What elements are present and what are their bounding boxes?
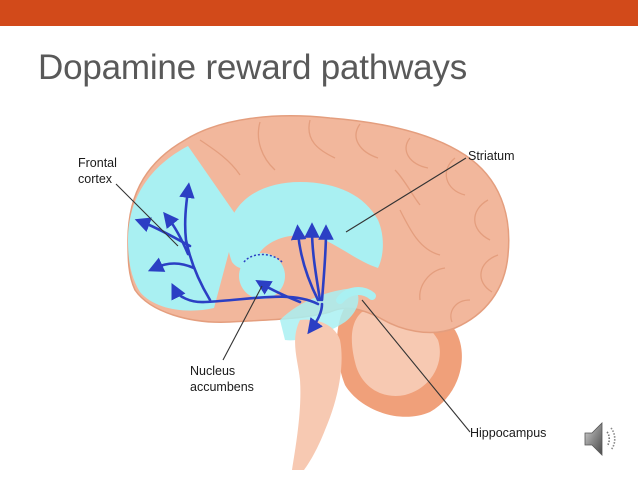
label-leader-lines [115, 157, 471, 433]
slide-top-accent-bar [0, 0, 638, 26]
label-frontal-line2: cortex [78, 172, 113, 186]
gyri-lines [199, 119, 499, 323]
pathway-to-frontal-1 [171, 283, 320, 306]
nucleus-accumbens-region [239, 253, 285, 299]
slide-title: Dopamine reward pathways [38, 48, 468, 87]
pathway-to-hippocampus [307, 302, 324, 335]
pathway-to-striatum-2 [304, 222, 322, 302]
pathway-to-nucleus [255, 279, 302, 304]
pathway-to-frontal-5 [163, 211, 190, 256]
label-nucleus-line2: accumbens [190, 380, 254, 394]
hippocampus-region [336, 287, 376, 304]
brainstem [292, 319, 342, 470]
dopamine-pathways [134, 182, 334, 335]
speaker-icon[interactable] [583, 418, 619, 460]
speaker-glyph [584, 422, 616, 456]
label-hippocampus: Hippocampus [470, 426, 546, 440]
pathway-to-frontal-3 [134, 217, 192, 248]
label-nucleus-line1: Nucleus [190, 364, 235, 378]
label-frontal-line1: Frontal [78, 156, 117, 170]
label-striatum: Striatum [468, 149, 515, 163]
nucleus-accumbens-dotted [243, 253, 283, 263]
pathway-to-frontal-4 [147, 257, 196, 272]
pathway-to-striatum-1 [290, 224, 320, 302]
pathway-to-striatum-3 [318, 224, 334, 302]
pathway-to-frontal-2 [179, 182, 212, 302]
